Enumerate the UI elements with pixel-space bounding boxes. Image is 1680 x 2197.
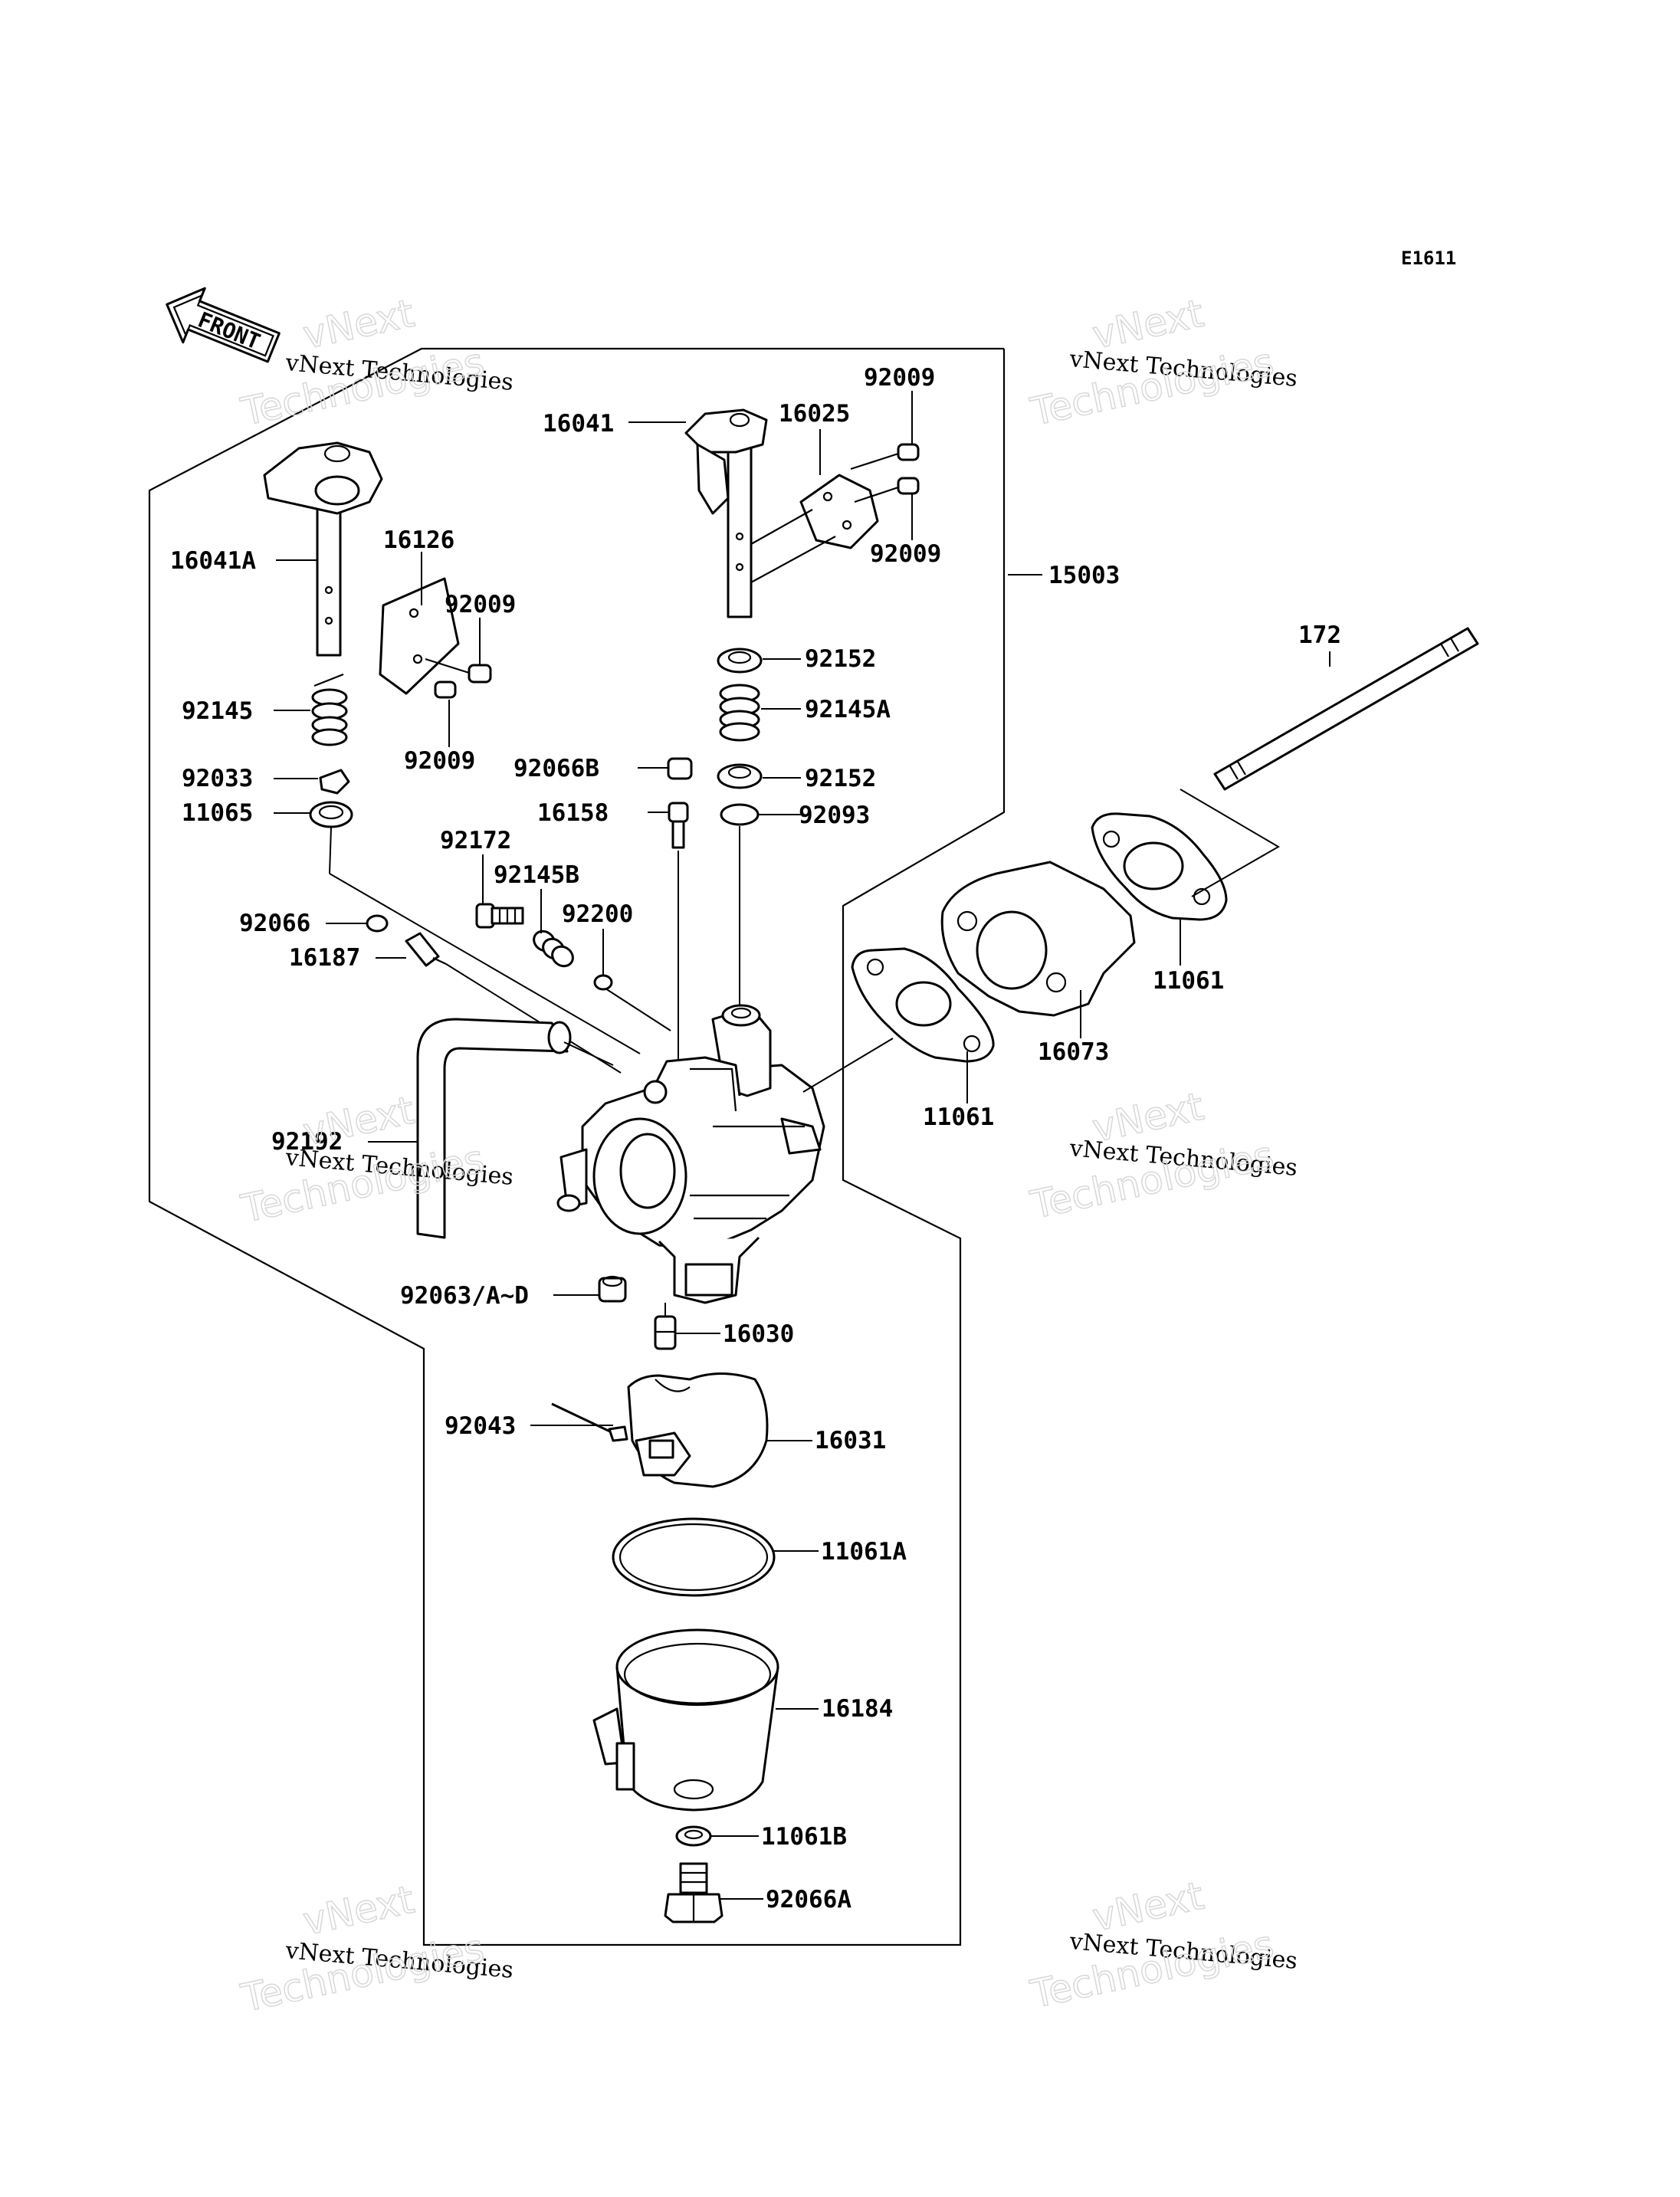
choke-plate-16126 xyxy=(379,577,460,695)
part-label-16187: 16187 xyxy=(289,944,360,972)
part-label-92033: 92033 xyxy=(182,765,253,792)
part-label-92093: 92093 xyxy=(799,802,870,829)
watermark-line1: vNext xyxy=(299,1877,418,1944)
pin-92043 xyxy=(551,1402,628,1442)
watermark-line1: vNext xyxy=(299,1088,418,1155)
gasket-11061-b xyxy=(1091,812,1228,921)
part-label-92063: 92063/A~D xyxy=(400,1282,529,1310)
watermark-mid-left: vNext vNext Technologies Technologies xyxy=(237,1087,515,1232)
stud-172 xyxy=(1213,627,1479,791)
part-label-92152-b: 92152 xyxy=(805,765,876,792)
screw-92009-a xyxy=(850,443,920,471)
o-ring-92066 xyxy=(366,914,389,933)
watermark-line1: vNext xyxy=(1088,1874,1207,1940)
part-label-16041: 16041 xyxy=(543,410,614,438)
carburetor-body xyxy=(556,1004,825,1304)
diagram-code: E1611 xyxy=(1401,248,1456,269)
spacer-16073 xyxy=(940,861,1136,1017)
main-jet-16030 xyxy=(654,1303,677,1350)
watermark-top-left: vNext vNext Technologies Technologies xyxy=(237,290,515,435)
part-label-16158: 16158 xyxy=(537,799,609,827)
part-label-16073: 16073 xyxy=(1038,1038,1109,1066)
part-label-11065: 11065 xyxy=(182,799,253,827)
throttle-shaft-16041 xyxy=(684,408,768,618)
gasket-11061b xyxy=(675,1825,712,1847)
part-label-92066a: 92066A xyxy=(766,1886,851,1913)
part-label-92145a: 92145A xyxy=(805,696,891,723)
part-label-92066b: 92066B xyxy=(514,755,599,782)
seal-92093 xyxy=(720,803,760,826)
part-label-92200: 92200 xyxy=(562,900,633,928)
screw-16187 xyxy=(405,932,447,967)
part-label-92145: 92145 xyxy=(182,697,253,725)
choke-shaft-16041a xyxy=(263,441,383,657)
part-label-92009-c: 92009 xyxy=(445,591,516,618)
collar-92152-b xyxy=(717,763,763,789)
e-clip-92033 xyxy=(319,769,350,795)
watermark-bottom-left: vNext vNext Technologies Technologies xyxy=(237,1877,515,2022)
screw-92066b xyxy=(667,757,693,780)
collar-92152-a xyxy=(717,648,763,674)
screw-92009-c xyxy=(425,657,492,684)
part-label-16041a: 16041A xyxy=(170,547,256,575)
part-label-172: 172 xyxy=(1298,621,1341,649)
part-label-92066: 92066 xyxy=(239,910,310,937)
part-label-92152-a: 92152 xyxy=(805,645,876,673)
spring-92145a xyxy=(719,684,760,742)
part-label-92043: 92043 xyxy=(445,1412,516,1440)
part-label-92009-a: 92009 xyxy=(864,364,935,392)
part-label-92172: 92172 xyxy=(440,827,511,854)
part-label-15003: 15003 xyxy=(1048,562,1120,589)
part-label-11061b: 11061B xyxy=(761,1823,847,1851)
screw-92009-d xyxy=(434,680,457,699)
watermark-line3: Technologies xyxy=(237,339,487,434)
part-label-92192: 92192 xyxy=(271,1128,343,1156)
leader-lines xyxy=(274,391,1331,1900)
part-labels: 16041 16025 92009 92009 15003 16041A 161… xyxy=(170,364,1341,1913)
o-ring-11061a xyxy=(612,1517,776,1597)
part-label-16025: 16025 xyxy=(779,400,850,428)
assembly-frame xyxy=(148,347,1006,1946)
part-label-16126: 16126 xyxy=(383,526,454,554)
watermark-top-right: vNext vNext Technologies Technologies xyxy=(1026,290,1299,435)
part-label-16030: 16030 xyxy=(723,1320,794,1348)
part-label-16031: 16031 xyxy=(815,1427,886,1454)
o-ring-92200 xyxy=(593,974,613,991)
drain-screw-92063 xyxy=(598,1275,627,1303)
spring-92145b xyxy=(533,930,574,968)
watermark-bottom-right: vNext vNext Technologies Technologies xyxy=(1026,1873,1299,2018)
float-bowl-16184 xyxy=(592,1628,779,1812)
part-label-11061-a: 11061 xyxy=(923,1103,994,1131)
watermark-line3: Technologies xyxy=(237,1926,487,2021)
spring-92145 xyxy=(311,673,348,746)
screw-92009-b xyxy=(854,477,920,503)
part-label-16184: 16184 xyxy=(822,1695,893,1723)
watermark-line1: vNext xyxy=(1088,291,1207,358)
fuel-tube-92192 xyxy=(416,1018,614,1239)
part-label-92009-b: 92009 xyxy=(870,540,941,568)
screw-92172 xyxy=(475,903,524,929)
watermark-line1: vNext xyxy=(299,291,418,358)
watermark-mid-right: vNext vNext Technologies Technologies xyxy=(1026,1084,1299,1228)
pilot-jet-16158 xyxy=(668,802,689,849)
throttle-plate-16025 xyxy=(750,474,879,583)
bolt-92066a xyxy=(664,1862,724,1923)
part-label-92145b: 92145B xyxy=(494,861,579,889)
part-label-11061-b: 11061 xyxy=(1153,967,1224,995)
front-arrow-icon: FRONT xyxy=(166,287,281,363)
seal-11065 xyxy=(309,801,353,828)
part-label-11061a: 11061A xyxy=(821,1538,907,1566)
float-16031 xyxy=(627,1372,769,1488)
part-label-92009-d: 92009 xyxy=(404,747,475,775)
gasket-11061-a xyxy=(851,947,995,1063)
